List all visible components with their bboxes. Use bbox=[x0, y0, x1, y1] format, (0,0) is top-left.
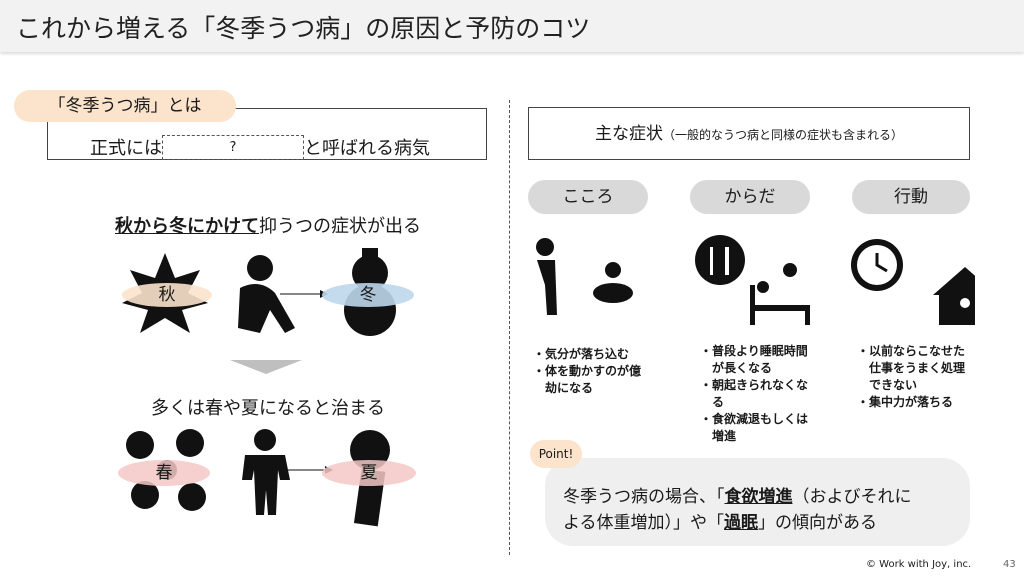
symptom-item: 劫になる bbox=[533, 381, 594, 395]
summer-label: 夏 bbox=[322, 460, 416, 486]
onset-emphasis: 秋から冬にかけて bbox=[115, 216, 259, 237]
house-person-icon bbox=[933, 267, 975, 325]
symptom-item: ・気分が落ち込む bbox=[533, 347, 630, 361]
definition-prefix: 正式には bbox=[90, 138, 162, 159]
onset-text: 秋から冬にかけて抑うつの症状が出る bbox=[60, 212, 476, 238]
title-bar bbox=[0, 0, 1024, 52]
answer-blank[interactable]: ? bbox=[162, 134, 304, 160]
depressed-person-icon bbox=[536, 238, 557, 315]
category-behavior: 行動 bbox=[852, 180, 970, 214]
definition-tag: 「冬季うつ病」とは bbox=[14, 90, 236, 122]
spring-label: 春 bbox=[118, 460, 210, 486]
point-text-part: よる体重増加）」や「 bbox=[563, 513, 724, 533]
point-tag: Point! bbox=[530, 440, 582, 468]
point-box bbox=[545, 458, 970, 546]
clock-icon bbox=[851, 239, 903, 291]
point-text-part: 」の傾向がある bbox=[758, 513, 877, 533]
symptoms-title: 主な症状 bbox=[594, 124, 663, 144]
symptom-item: ・朝起きられなくな bbox=[700, 378, 809, 392]
symptom-item: 仕事をうまく処理 bbox=[857, 361, 966, 375]
behavior-symptoms: ・以前ならこなせた 仕事をうまく処理 できない ・集中力が落ちる bbox=[857, 343, 965, 411]
symptom-item: ・以前ならこなせた bbox=[857, 344, 966, 358]
mind-symptoms: ・気分が落ち込む ・体を動かすのが億 劫になる bbox=[533, 346, 641, 397]
symptom-item: ・普段より睡眠時間 bbox=[700, 344, 808, 358]
page-number: 43 bbox=[1003, 559, 1016, 570]
autumn-label: 秋 bbox=[122, 283, 212, 307]
point-emphasis-appetite: 食欲増進 bbox=[724, 487, 793, 507]
symptom-item: ・食欲減退もしくは bbox=[700, 412, 809, 426]
definition-text: 正式には ? と呼ばれる病気 bbox=[90, 134, 430, 160]
onset-rest: 抑うつの症状が出る bbox=[259, 216, 421, 237]
symptom-item: 増進 bbox=[700, 429, 737, 443]
symptoms-header: 主な症状（一般的なうつ病と同様の症状も含まれる） bbox=[528, 107, 970, 160]
body-symptoms: ・普段より睡眠時間 が長くなる ・朝起きられなくな る ・食欲減退もしくは 増進 bbox=[700, 343, 808, 445]
symptom-item: ・集中力が落ちる bbox=[857, 395, 954, 409]
copyright: © Work with Joy, inc. bbox=[866, 559, 972, 570]
category-mind: こころ bbox=[528, 180, 648, 214]
symptom-item: る bbox=[700, 395, 725, 409]
sleeping-bed-icon bbox=[750, 263, 810, 325]
cutlery-icon bbox=[695, 235, 745, 285]
slide-title: これから増える「冬季うつ病」の原因と予防のコツ bbox=[16, 14, 591, 43]
crouching-person-icon bbox=[593, 262, 633, 303]
winter-label: 冬 bbox=[322, 283, 414, 307]
down-arrow-icon bbox=[230, 360, 302, 374]
symptom-icons bbox=[536, 235, 975, 325]
point-text-part: （およびそれに bbox=[792, 487, 912, 507]
point-emphasis-oversleep: 過眠 bbox=[724, 513, 758, 533]
category-body: からだ bbox=[690, 180, 810, 214]
point-text-part: 冬季うつ病の場合、「 bbox=[563, 487, 725, 507]
symptom-item: できない bbox=[857, 378, 918, 392]
recovery-text: 多くは春や夏になると治まる bbox=[151, 398, 385, 419]
symptoms-note: （一般的なうつ病と同様の症状も含まれる） bbox=[662, 128, 903, 142]
symptom-item: ・体を動かすのが億 bbox=[533, 364, 642, 378]
standing-person-icon bbox=[242, 429, 290, 515]
divider bbox=[509, 100, 510, 555]
sitting-person-icon bbox=[238, 255, 295, 333]
definition-suffix: と呼ばれる病気 bbox=[304, 138, 430, 159]
point-text: 冬季うつ病の場合、「食欲増進（およびそれに よる体重増加）」や「過眠」の傾向があ… bbox=[563, 484, 912, 536]
symptom-item: が長くなる bbox=[700, 361, 773, 375]
